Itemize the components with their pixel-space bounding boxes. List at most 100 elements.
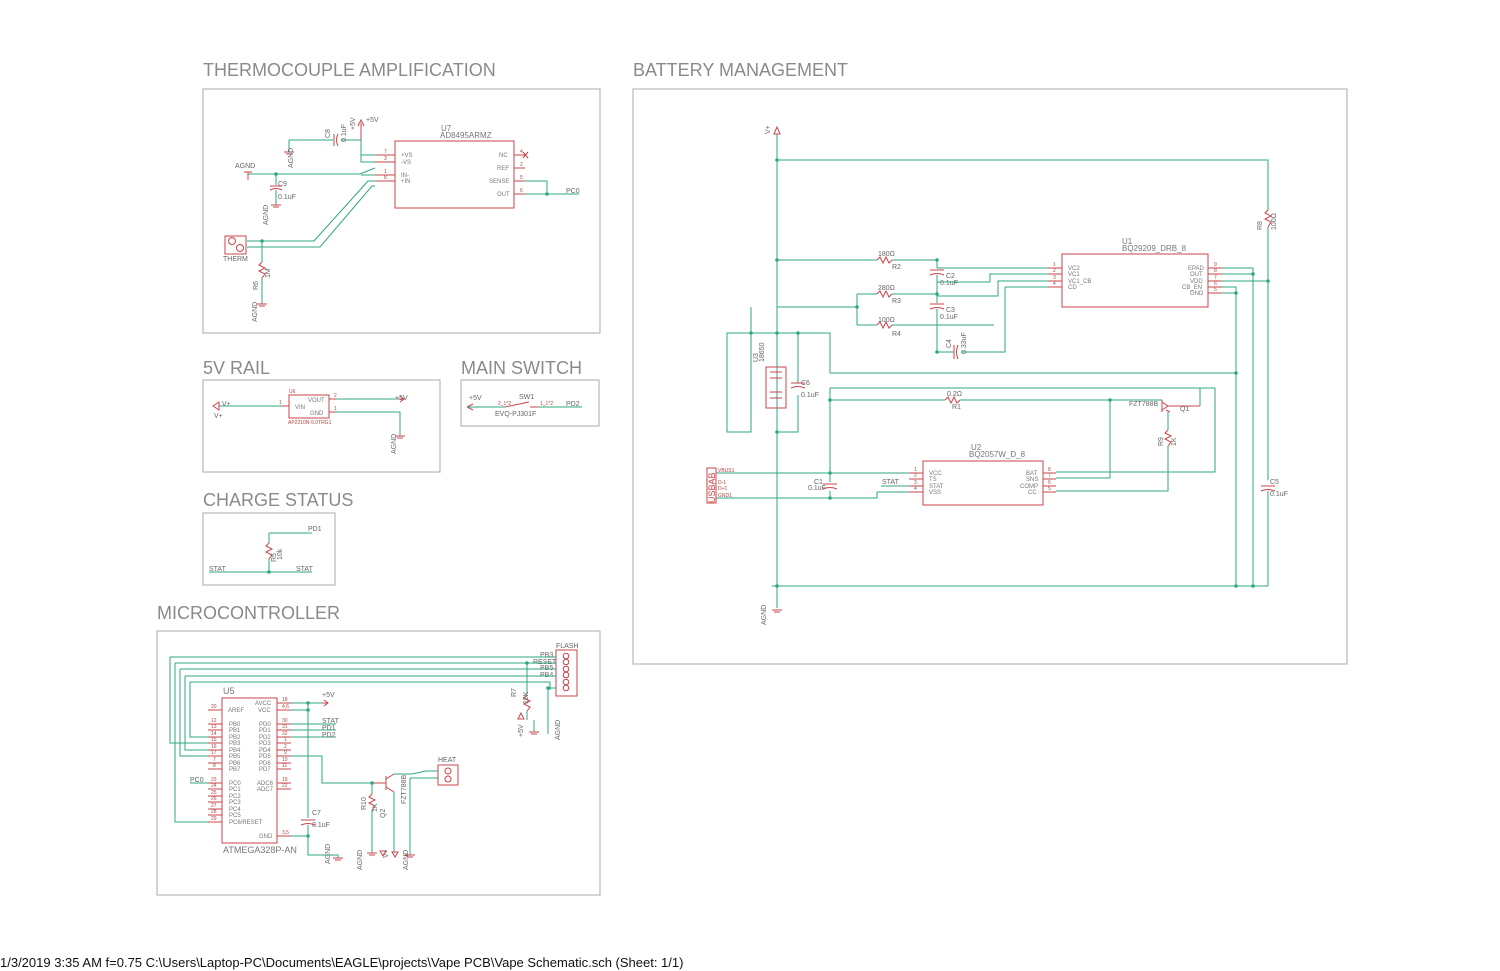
svg-text:AGND: AGND — [252, 302, 259, 322]
svg-text:9: 9 — [284, 750, 287, 756]
svg-text:10k: 10k — [277, 548, 284, 560]
svg-text:R8: R8 — [1257, 221, 1264, 230]
svg-text:PC1: PC1 — [229, 787, 241, 793]
svg-text:GND1: GND1 — [718, 493, 732, 499]
svg-text:+IN: +IN — [401, 179, 411, 185]
svg-text:+5V: +5V — [518, 724, 525, 737]
footer-path: 1/3/2019 3:35 AM f=0.75 C:\Users\Laptop-… — [0, 955, 684, 970]
svg-text:0.1uF: 0.1uF — [808, 485, 826, 492]
u7-amplifier: U7 AD8495ARMZ +VS -VS IN- +IN NC REF SEN… — [375, 124, 529, 209]
u2-charger-ic: U2 BQ2057W_D_8 VCC TS STAT VSS BAT SNS C… — [909, 443, 1056, 506]
rail-frame — [202, 379, 441, 473]
svg-text:0.33uF: 0.33uF — [961, 332, 968, 354]
svg-text:PD7: PD7 — [259, 767, 271, 773]
heat-connector: HEAT — [437, 757, 459, 786]
svg-text:FLASH: FLASH — [556, 643, 579, 650]
main-switch-section: +5V SW1 2_1*2 1_1*2 EVQ-PJ301F PD2 — [466, 394, 582, 418]
svg-text:3: 3 — [914, 480, 917, 486]
svg-text:STAT: STAT — [209, 566, 227, 573]
svg-text:COMP: COMP — [1020, 484, 1038, 490]
switch-frame — [460, 379, 600, 427]
svg-text:PD1: PD1 — [322, 725, 336, 732]
svg-text:R2: R2 — [892, 264, 901, 271]
svg-text:FZT788B: FZT788B — [401, 774, 408, 804]
svg-text:R4: R4 — [892, 331, 901, 338]
svg-text:5: 5 — [1048, 486, 1051, 492]
svg-text:PC0: PC0 — [190, 777, 204, 784]
svg-text:C1: C1 — [814, 479, 823, 486]
svg-text:1: 1 — [279, 400, 282, 406]
svg-text:U1: U1 — [1122, 237, 1133, 246]
svg-text:C3: C3 — [946, 307, 955, 314]
svg-text:14: 14 — [211, 731, 217, 737]
svg-text:GND: GND — [310, 411, 324, 417]
svg-text:17: 17 — [211, 750, 217, 756]
svg-text:USBAB: USBAB — [707, 472, 717, 503]
svg-text:PD1: PD1 — [308, 526, 322, 533]
svg-text:16: 16 — [211, 744, 217, 750]
svg-text:2: 2 — [914, 473, 917, 479]
svg-text:EVQ-PJ301F: EVQ-PJ301F — [495, 411, 536, 418]
svg-text:+VS: +VS — [401, 153, 413, 159]
svg-text:PB0: PB0 — [229, 722, 241, 728]
thermo-frame — [202, 88, 601, 334]
svg-text:SENSE: SENSE — [489, 179, 509, 185]
svg-text:VCC: VCC — [258, 708, 271, 714]
svg-text:1: 1 — [1053, 262, 1056, 268]
svg-text:6: 6 — [1214, 281, 1217, 287]
svg-text:0.1uF: 0.1uF — [312, 822, 330, 829]
svg-text:30: 30 — [282, 718, 288, 724]
svg-text:AGND: AGND — [357, 850, 364, 870]
svg-text:5: 5 — [1214, 287, 1217, 293]
svg-text:IN-: IN- — [401, 173, 409, 179]
svg-text:PD3: PD3 — [259, 741, 271, 747]
svg-text:PB3: PB3 — [229, 741, 241, 747]
svg-text:PB2: PB2 — [229, 735, 241, 741]
svg-text:6: 6 — [520, 188, 523, 194]
svg-text:+5V: +5V — [322, 692, 335, 699]
svg-text:U5: U5 — [223, 686, 235, 696]
svg-text:CC: CC — [1028, 490, 1037, 496]
svg-text:10K: 10K — [523, 691, 530, 704]
svg-text:STAT: STAT — [882, 479, 900, 486]
svg-text:11: 11 — [282, 763, 287, 769]
svg-text:PC2: PC2 — [229, 794, 241, 800]
svg-text:PD2: PD2 — [259, 735, 271, 741]
svg-text:C6: C6 — [801, 380, 810, 387]
svg-text:C2: C2 — [946, 273, 955, 280]
svg-text:4: 4 — [914, 486, 917, 492]
svg-text:PD4: PD4 — [259, 748, 271, 754]
svg-text:18650: 18650 — [759, 342, 766, 362]
svg-text:C5: C5 — [1270, 479, 1279, 486]
therm-connector — [224, 235, 247, 255]
u1-protection-ic: U1 BQ29209_DRB_8 VC2 VC1 VC1_CB CD EPAD … — [1048, 237, 1222, 308]
svg-text:24: 24 — [211, 783, 217, 789]
svg-text:AGND: AGND — [325, 844, 332, 864]
svg-text:ATMEGA328P-AN: ATMEGA328P-AN — [223, 845, 297, 855]
svg-text:PD1: PD1 — [259, 728, 271, 734]
microcontroller-section: U5 ATMEGA328P-AN AREF AVCC VCC PB0 PB1 P… — [169, 643, 579, 870]
svg-text:32: 32 — [282, 731, 288, 737]
svg-text:GND: GND — [259, 834, 273, 840]
svg-text:4: 4 — [520, 149, 523, 155]
svg-text:BQ29209_DRB_8: BQ29209_DRB_8 — [1122, 244, 1187, 253]
svg-text:31: 31 — [282, 724, 288, 730]
svg-text:AD8495ARMZ: AD8495ARMZ — [440, 131, 492, 140]
thermocouple-section: U7 AD8495ARMZ +VS -VS IN- +IN NC REF SEN… — [223, 117, 580, 322]
svg-text:AREF: AREF — [228, 708, 244, 714]
svg-text:CD: CD — [1068, 285, 1077, 291]
svg-text:22: 22 — [282, 783, 288, 789]
svg-text:FZT788B: FZT788B — [1129, 401, 1159, 408]
svg-text:0.1uF: 0.1uF — [1270, 491, 1288, 498]
svg-text:SW1: SW1 — [519, 394, 534, 401]
svg-text:7: 7 — [1048, 473, 1051, 479]
svg-text:PC6/RESET: PC6/RESET — [229, 820, 263, 826]
svg-text:18: 18 — [282, 697, 288, 703]
svg-text:EPAD: EPAD — [1188, 266, 1205, 272]
svg-text:R1: R1 — [952, 404, 961, 411]
section-title-thermocouple: THERMOCOUPLE AMPLIFICATION — [203, 60, 496, 80]
svg-text:AGND: AGND — [761, 605, 768, 625]
svg-text:27: 27 — [211, 803, 217, 809]
svg-text:PB3: PB3 — [540, 652, 553, 659]
svg-text:CB_EN: CB_EN — [1182, 285, 1202, 291]
